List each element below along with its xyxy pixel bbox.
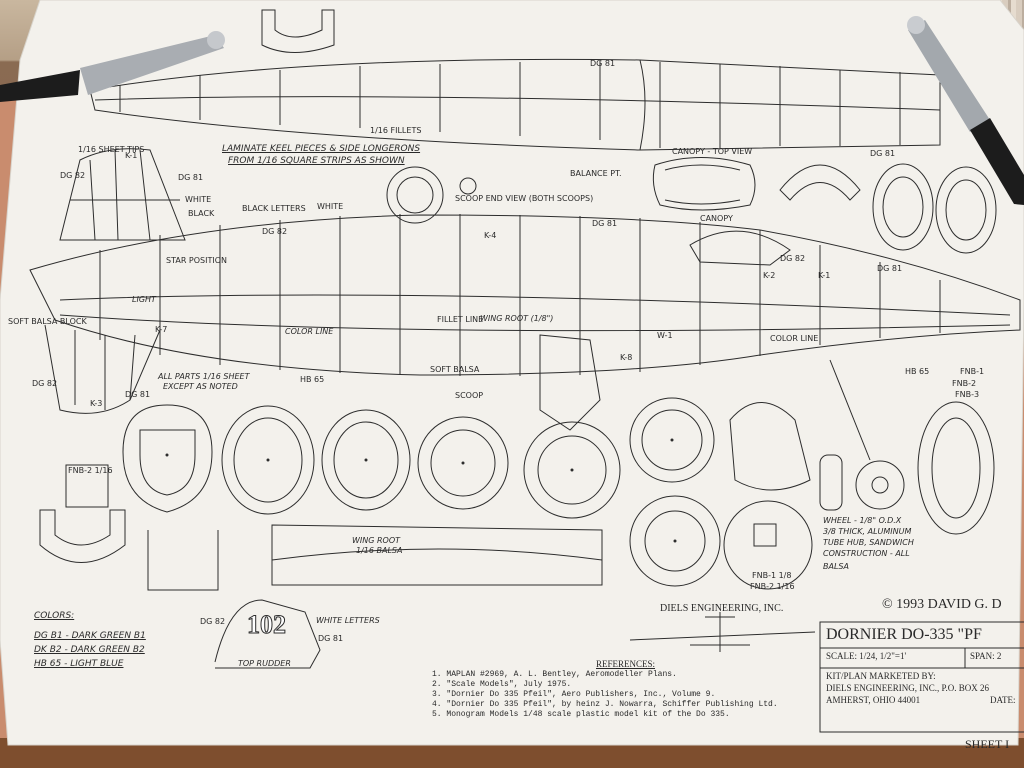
- k7-label: K-7: [155, 325, 168, 334]
- fillets-label: 1/16 FILLETS: [370, 126, 422, 135]
- soft-balsa-block-label: SOFT BALSA BLOCK: [8, 317, 87, 326]
- except-note: EXCEPT AS NOTED: [163, 382, 238, 391]
- k4-label: K-4: [484, 231, 497, 240]
- dg82-fin: DG 82: [60, 171, 86, 180]
- k3-label: K-3: [90, 399, 103, 408]
- dg81-fin: DG 81: [178, 173, 204, 182]
- fnb1-label: FNB-1: [960, 367, 985, 376]
- k8-label: K-8: [620, 353, 633, 362]
- color-key-2: DK B2 - DARK GREEN B2: [34, 645, 145, 655]
- span-line: SPAN: 2: [970, 651, 1002, 661]
- dg81-tail: DG 81: [125, 390, 151, 399]
- white-label: WHITE: [317, 202, 344, 211]
- dg81-rudder: DG 81: [318, 634, 344, 643]
- k2-label: K-2: [763, 271, 776, 280]
- wheel-note-5: BALSA: [823, 562, 849, 571]
- dg82-side: DG 82: [262, 227, 288, 236]
- rudder-number: 102: [247, 610, 287, 639]
- dg81-mid: DG 81: [592, 219, 618, 228]
- wing-root-balsa-label-2: 1/16 BALSA: [356, 546, 403, 555]
- kit-address-1: DIELS ENGINEERING, INC., P.O. BOX 26: [826, 683, 989, 693]
- balance-point-label: BALANCE PT.: [570, 169, 622, 178]
- laminate-note: LAMINATE KEEL PIECES & SIDE LONGERONS: [222, 144, 421, 154]
- soft-balsa-label: SOFT BALSA: [430, 365, 480, 374]
- light-label: LIGHT: [132, 295, 156, 304]
- scoop-end-label: SCOOP END VIEW (BOTH SCOOPS): [455, 194, 594, 203]
- scale-line: SCALE: 1/24, 1/2"=1': [826, 651, 907, 661]
- wheel-note-3: TUBE HUB, SANDWICH: [823, 538, 914, 547]
- color-line-label: COLOR LINE: [770, 334, 819, 343]
- dg82-tail: DG 82: [32, 379, 58, 388]
- w1-label: W-1: [657, 331, 673, 340]
- color-key-3: HB 65 - LIGHT BLUE: [34, 659, 124, 669]
- fin-black-label: BLACK: [188, 209, 215, 218]
- reference-4: 4. "Dornier Do 335 Pfeil", by heinz J. N…: [432, 700, 778, 709]
- all-parts-note: ALL PARTS 1/16 SHEET: [158, 372, 250, 381]
- hb65-nose: HB 65: [905, 367, 930, 376]
- wing-root-balsa-label: WING ROOT: [352, 536, 401, 545]
- top-rudder-label: TOP RUDDER: [238, 659, 291, 668]
- dg81-nose: DG 81: [877, 264, 903, 273]
- sheet-label: SHEET I: [965, 737, 1010, 751]
- date-label: DATE:: [990, 695, 1016, 705]
- k1-fin-label: K-1: [125, 151, 138, 160]
- canopy-label: CANOPY: [700, 214, 733, 223]
- colors-heading: COLORS:: [34, 611, 75, 621]
- plan-title: DORNIER DO-335 "PF: [826, 626, 982, 643]
- color-line-label-2: COLOR LINE: [285, 327, 334, 336]
- wheel-note-4: CONSTRUCTION - ALL: [823, 549, 910, 558]
- fnb2-label: FNB-2: [952, 379, 977, 388]
- wing-root-label: WING ROOT (1/8"): [480, 314, 554, 323]
- dg82-rudder: DG 82: [200, 617, 226, 626]
- hb65-side: HB 65: [300, 375, 325, 384]
- publisher-name: DIELS ENGINEERING, INC.: [660, 603, 784, 614]
- fnb1-part-label: FNB-1 1/8: [752, 571, 792, 580]
- kit-marketed-by: KIT/PLAN MARKETED BY:: [826, 671, 936, 681]
- wheel-note: WHEEL - 1/8" O.D.X: [823, 516, 902, 525]
- reference-1: 1. MAPLAN #2969, A. L. Bentley, Aeromode…: [432, 670, 677, 679]
- reference-2: 2. "Scale Models", July 1975.: [432, 680, 572, 689]
- fnb2-small-label: FNB-2 1/16: [68, 466, 113, 475]
- canopy-top-label: CANOPY - TOP VIEW: [672, 147, 753, 156]
- kit-address-2: AMHERST, OHIO 44001: [826, 695, 921, 705]
- star-position-label: STAR POSITION: [166, 256, 228, 265]
- fin-white-label: WHITE: [185, 195, 212, 204]
- dg81-right: DG 81: [870, 149, 896, 158]
- fillet-line-label: FILLET LINE: [437, 315, 484, 324]
- dg81-top: DG 81: [590, 59, 616, 68]
- scoop-label: SCOOP: [455, 391, 484, 400]
- white-letters-label: WHITE LETTERS: [316, 616, 380, 625]
- color-key-1: DG B1 - DARK GREEN B1: [34, 631, 146, 641]
- fnb3-label: FNB-3: [955, 390, 980, 399]
- reference-5: 5. Monogram Models 1/48 scale plastic mo…: [432, 710, 730, 719]
- k1-label: K-1: [818, 271, 831, 280]
- reference-3: 3. "Dornier Do 335 Pfeil", Aero Publishe…: [432, 690, 716, 699]
- copyright: © 1993 DAVID G. D: [882, 597, 1002, 612]
- fnb2-part-label: FNB-2 1/16: [750, 582, 795, 591]
- dg82-nose: DG 82: [780, 254, 806, 263]
- wheel-note-2: 3/8 THICK, ALUMINUM: [823, 527, 912, 536]
- black-letters-label: BLACK LETTERS: [242, 204, 306, 213]
- tips-label: 1/16 SHEET TIPS: [78, 145, 145, 154]
- laminate-note-2: FROM 1/16 SQUARE STRIPS AS SHOWN: [228, 156, 405, 166]
- references-heading: REFERENCES:: [596, 659, 656, 669]
